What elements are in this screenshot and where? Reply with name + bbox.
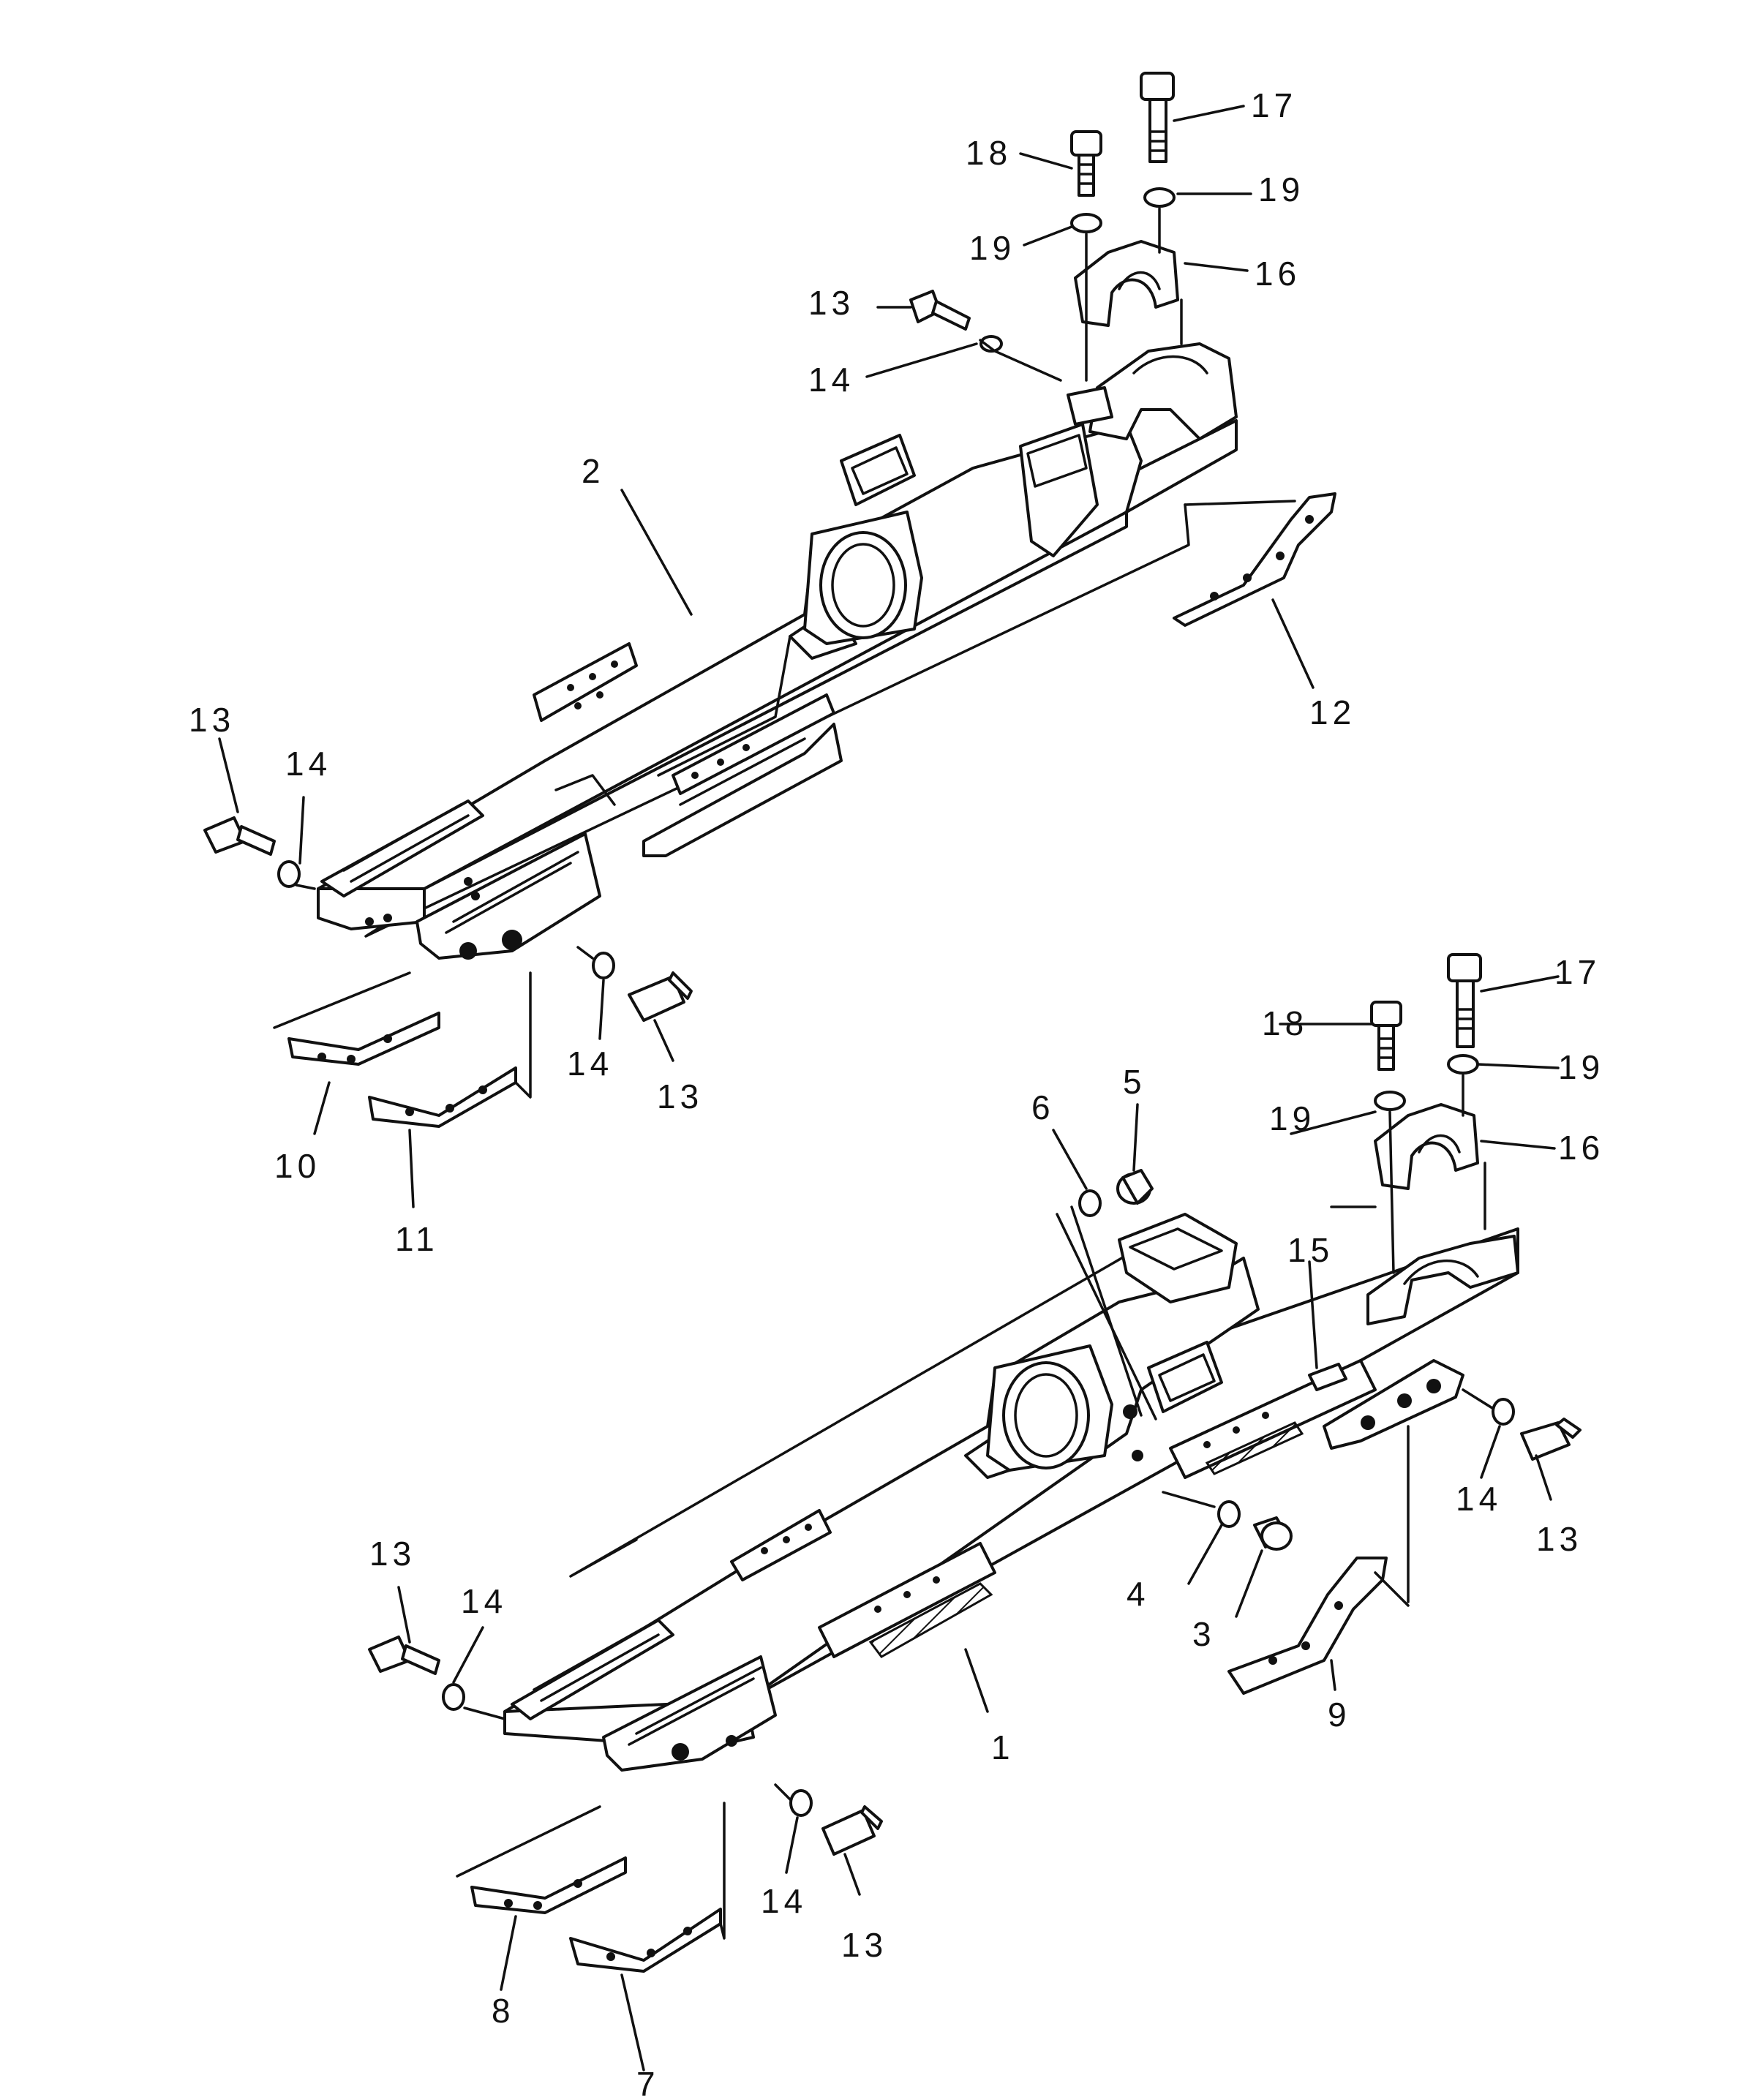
upper-guard-front <box>1173 492 1336 627</box>
upper-bore-housing <box>803 511 923 645</box>
lower-frame-projection-outline <box>569 1220 1187 1578</box>
label-14-lower-left: 14 <box>461 1582 507 1620</box>
label-15: 15 <box>1287 1231 1334 1269</box>
lower-washer-19-left <box>1374 1091 1406 1111</box>
lower-washer-19-right <box>1447 1054 1479 1075</box>
upper-guard-rear-left <box>273 971 440 1066</box>
label-14-upper-rear: 14 <box>567 1045 613 1083</box>
part-number-labels: 2 12 13 14 13 14 14 13 10 11 16 17 18 19… <box>189 86 1604 2100</box>
lower-bolt-13-rear <box>821 1805 883 1856</box>
label-13-upper-rear: 13 <box>657 1077 703 1115</box>
lower-washer-14-left <box>442 1683 465 1711</box>
label-14-upper-front: 14 <box>808 361 854 399</box>
lower-front-saddle <box>1366 1235 1519 1325</box>
label-13-lower-rear: 13 <box>841 1926 887 1964</box>
label-3: 3 <box>1192 1615 1216 1653</box>
lower-bolt-13-left <box>368 1636 440 1675</box>
label-13-upper-front: 13 <box>808 284 854 322</box>
lower-track-frame <box>503 1213 1519 1772</box>
lower-track-frame-assembly <box>368 953 1582 1973</box>
lower-bearing-cap <box>1374 1103 1479 1190</box>
upper-front-bearing-seat <box>1067 386 1113 426</box>
label-1: 1 <box>991 1728 1015 1766</box>
lower-washer-14-right <box>1492 1398 1515 1426</box>
label-14-lower-rear: 14 <box>761 1882 807 1920</box>
lower-guard-8 <box>456 1805 627 1914</box>
label-19-upper-left: 19 <box>969 229 1015 267</box>
lower-bolt-18 <box>1370 1001 1402 1071</box>
upper-bolt-13-left <box>203 816 276 856</box>
label-13-lower-left: 13 <box>369 1535 415 1573</box>
label-19-lower-right: 19 <box>1558 1048 1604 1086</box>
callout-leaders <box>218 105 1560 2071</box>
label-5: 5 <box>1123 1063 1146 1101</box>
lower-bolt-13-right <box>1520 1418 1582 1461</box>
upper-bolt-13-rear <box>628 971 693 1022</box>
label-13-lower-right: 13 <box>1536 1520 1582 1558</box>
lower-washer-14-rear <box>789 1789 813 1817</box>
label-7: 7 <box>636 2065 660 2100</box>
lower-plug-5 <box>1116 1169 1154 1205</box>
upper-bolt-13-front <box>909 290 971 331</box>
label-6: 6 <box>1031 1088 1055 1126</box>
upper-bolt-18 <box>1070 130 1102 197</box>
upper-washer-19-left <box>1070 213 1102 233</box>
upper-washer-14-rear <box>592 952 615 979</box>
lower-plate-15 <box>1308 1363 1347 1391</box>
lower-oring-4 <box>1217 1500 1241 1528</box>
label-17-upper: 17 <box>1251 86 1297 124</box>
lower-guard-9 <box>1227 1557 1410 1695</box>
label-8: 8 <box>492 1992 515 2030</box>
upper-mount-pad-right <box>1019 423 1099 557</box>
label-17-lower: 17 <box>1554 953 1601 991</box>
lower-oring-6 <box>1078 1189 1102 1217</box>
label-14-lower-right: 14 <box>1456 1480 1502 1518</box>
label-4: 4 <box>1127 1575 1150 1613</box>
lower-bore-housing <box>986 1344 1113 1472</box>
label-16-upper: 16 <box>1255 255 1301 293</box>
upper-bearing-cap <box>1074 240 1179 327</box>
upper-guard-rear-right <box>368 971 532 1128</box>
upper-washer-19-right <box>1143 187 1176 208</box>
upper-washer-14-left <box>277 860 301 888</box>
label-19-upper-right: 19 <box>1258 170 1304 208</box>
lower-bolt-17 <box>1447 953 1482 1048</box>
label-9: 9 <box>1328 1696 1351 1734</box>
label-12: 12 <box>1309 693 1355 731</box>
label-2: 2 <box>582 452 605 490</box>
upper-track-frame-assembly <box>203 72 1336 1128</box>
label-18-upper: 18 <box>966 134 1012 172</box>
upper-bolt-17 <box>1140 72 1175 163</box>
label-18-lower: 18 <box>1262 1004 1308 1042</box>
label-16-lower: 16 <box>1558 1129 1604 1167</box>
label-19-lower-left: 19 <box>1269 1099 1315 1137</box>
lower-plug-3 <box>1253 1516 1293 1551</box>
label-13-upper-left: 13 <box>189 701 235 739</box>
upper-front-saddle <box>1088 342 1238 440</box>
upper-track-frame <box>317 342 1238 960</box>
label-14-upper-left: 14 <box>285 745 331 783</box>
upper-washer-14-front <box>979 335 1003 353</box>
lower-guard-7 <box>569 1802 726 1973</box>
label-11: 11 <box>395 1220 439 1258</box>
lower-mount-pad-right <box>1118 1213 1238 1303</box>
label-10: 10 <box>274 1147 320 1185</box>
